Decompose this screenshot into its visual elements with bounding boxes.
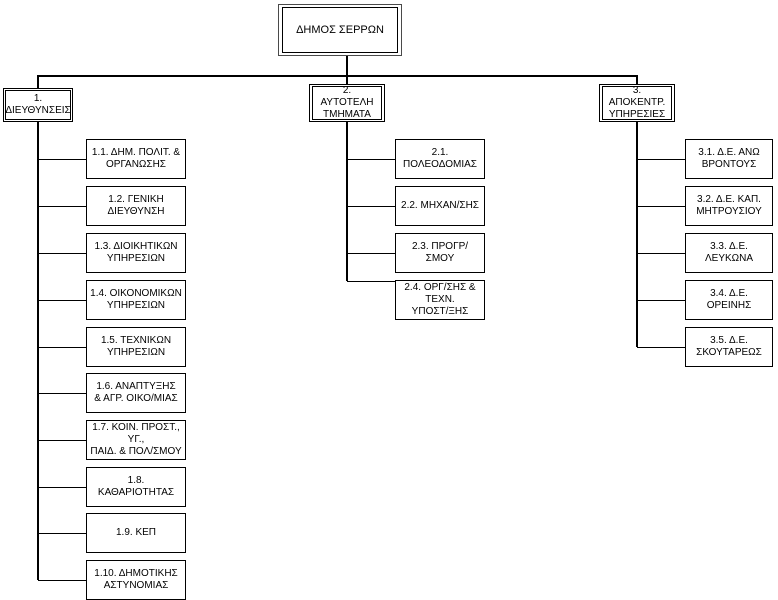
- node-3-3[interactable]: 3.3. Δ.Ε. ΛΕΥΚΩΝΑ: [685, 230, 776, 273]
- connector-branch2-down: [346, 75, 348, 88]
- node-root-label: ΔΗΜΟΣ ΣΕΡΡΩΝ: [296, 23, 384, 36]
- node-2-1-label: 2.1. ΠΟΛΕΟΔΟΜΙΑΣ: [403, 147, 477, 170]
- node-1-5[interactable]: 1.5. ΤΕΧΝΙΚΩΝ ΥΠΗΡΕΣΙΩΝ: [86, 324, 189, 367]
- elbow-3-3: [637, 253, 685, 254]
- elbow-1-8: [38, 487, 86, 488]
- node-2-2-label: 2.2. ΜΗΧΑΝ/ΣΗΣ: [401, 200, 479, 212]
- elbow-2-1: [347, 159, 395, 160]
- elbow-1-7: [38, 440, 86, 441]
- connector-root-down: [346, 56, 348, 76]
- spine-column-3: [636, 118, 638, 347]
- node-2-1[interactable]: 2.1. ΠΟΛΕΟΔΟΜΙΑΣ: [395, 136, 488, 179]
- node-3-4[interactable]: 3.4. Δ.Ε. ΟΡΕΙΝΗΣ: [685, 277, 776, 320]
- node-1-9-label: 1.9. ΚΕΠ: [115, 527, 157, 539]
- node-branch-3[interactable]: 3. ΑΠΟΚΕΝΤΡ. ΥΠΗΡΕΣΙΕΣ: [599, 81, 678, 122]
- node-1-6[interactable]: 1.6. ΑΝΑΠΤΥΞΗΣ & ΑΓΡ. ΟΙΚΟ/ΜΙΑΣ: [86, 370, 189, 413]
- node-1-1-label: 1.1. ΔΗΜ. ΠΟΛΙΤ. & ΟΡΓΑΝΩΣΗΣ: [91, 147, 181, 170]
- node-3-5[interactable]: 3.5. Δ.Ε. ΣΚΟΥΤΑΡΕΩΣ: [685, 324, 776, 367]
- elbow-1-9: [38, 533, 86, 534]
- node-1-9[interactable]: 1.9. ΚΕΠ: [86, 510, 189, 553]
- connector-main-horizontal: [38, 75, 638, 77]
- node-1-7[interactable]: 1.7. ΚΟΙΝ. ΠΡΟΣΤ., ΥΓ., ΠΑΙΔ. & ΠΟΛ/ΣΜΟΥ: [86, 417, 189, 460]
- node-1-4[interactable]: 1.4. ΟΙΚΟΝΟΜΙΚΩΝ ΥΠΗΡΕΣΙΩΝ: [86, 277, 189, 320]
- node-2-3[interactable]: 2.3. ΠΡΟΓΡ/ΣΜΟΥ: [395, 230, 488, 273]
- elbow-2-2: [347, 206, 395, 207]
- node-3-5-label: 3.5. Δ.Ε. ΣΚΟΥΤΑΡΕΩΣ: [696, 335, 762, 358]
- node-1-2[interactable]: 1.2. ΓΕΝΙΚΗ ΔΙΕΥΘΥΝΣΗ: [86, 183, 189, 226]
- node-1-3-label: 1.3. ΔΙΟΙΚΗΤΙΚΩΝ ΥΠΗΡΕΣΙΩΝ: [94, 241, 178, 264]
- connector-branch3-down: [636, 75, 638, 88]
- node-1-1[interactable]: 1.1. ΔΗΜ. ΠΟΛΙΤ. & ΟΡΓΑΝΩΣΗΣ: [86, 136, 189, 179]
- elbow-1-1: [38, 159, 86, 160]
- node-1-2-label: 1.2. ΓΕΝΙΚΗ ΔΙΕΥΘΥΝΣΗ: [107, 194, 165, 217]
- elbow-2-3: [347, 253, 395, 254]
- elbow-3-5: [637, 347, 685, 348]
- node-3-2-label: 3.2. Δ.Ε. ΚΑΠ. ΜΗΤΡΟΥΣΙΟΥ: [696, 194, 762, 217]
- node-branch-1-label: 1. ΔΙΕΥΘΥΝΣΕΙΣ: [5, 93, 71, 116]
- node-3-1[interactable]: 3.1. Δ.Ε. ΑΝΩ ΒΡΟΝΤΟΥΣ: [685, 136, 776, 179]
- spine-column-2: [346, 118, 348, 281]
- node-1-3[interactable]: 1.3. ΔΙΟΙΚΗΤΙΚΩΝ ΥΠΗΡΕΣΙΩΝ: [86, 230, 189, 273]
- node-2-4[interactable]: 2.4. ΟΡΓ/ΣΗΣ & ΤΕΧΝ. ΥΠΟΣΤ/ΞΗΣ: [395, 277, 488, 320]
- node-1-7-label: 1.7. ΚΟΙΝ. ΠΡΟΣΤ., ΥΓ., ΠΑΙΔ. & ΠΟΛ/ΣΜΟΥ: [90, 422, 182, 457]
- node-1-5-label: 1.5. ΤΕΧΝΙΚΩΝ ΥΠΗΡΕΣΙΩΝ: [100, 335, 172, 358]
- elbow-2-4: [347, 281, 395, 282]
- elbow-1-10: [38, 580, 86, 581]
- elbow-1-5: [38, 347, 86, 348]
- elbow-3-4: [637, 300, 685, 301]
- node-branch-2-label: 2. ΑΥΤΟΤΕΛΗ ΤΜΗΜΑΤΑ: [320, 85, 374, 120]
- node-2-3-label: 2.3. ΠΡΟΓΡ/ΣΜΟΥ: [411, 241, 469, 264]
- elbow-3-1: [637, 159, 685, 160]
- node-1-10[interactable]: 1.10. ΔΗΜΟΤΙΚΗΣ ΑΣΤΥΝΟΜΙΑΣ: [86, 557, 189, 600]
- node-1-10-label: 1.10. ΔΗΜΟΤΙΚΗΣ ΑΣΤΥΝΟΜΙΑΣ: [94, 568, 178, 591]
- elbow-1-2: [38, 206, 86, 207]
- node-1-8[interactable]: 1.8. ΚΑΘΑΡΙΟΤΗΤΑΣ: [86, 464, 189, 507]
- node-branch-3-label: 3. ΑΠΟΚΕΝΤΡ. ΥΠΗΡΕΣΙΕΣ: [608, 85, 666, 120]
- node-1-6-label: 1.6. ΑΝΑΠΤΥΞΗΣ & ΑΓΡ. ΟΙΚΟ/ΜΙΑΣ: [94, 381, 178, 404]
- node-3-2[interactable]: 3.2. Δ.Ε. ΚΑΠ. ΜΗΤΡΟΥΣΙΟΥ: [685, 183, 776, 226]
- node-1-8-label: 1.8. ΚΑΘΑΡΙΟΤΗΤΑΣ: [97, 475, 175, 498]
- elbow-1-3: [38, 253, 86, 254]
- spine-column-1: [37, 118, 39, 580]
- connector-branch1-down: [37, 75, 39, 88]
- elbow-1-6: [38, 393, 86, 394]
- node-3-1-label: 3.1. Δ.Ε. ΑΝΩ ΒΡΟΝΤΟΥΣ: [698, 147, 760, 170]
- node-3-3-label: 3.3. Δ.Ε. ΛΕΥΚΩΝΑ: [704, 241, 754, 264]
- elbow-1-4: [38, 300, 86, 301]
- node-2-2[interactable]: 2.2. ΜΗΧΑΝ/ΣΗΣ: [395, 183, 488, 226]
- elbow-3-2: [637, 206, 685, 207]
- node-3-4-label: 3.4. Δ.Ε. ΟΡΕΙΝΗΣ: [706, 288, 752, 311]
- node-2-4-label: 2.4. ΟΡΓ/ΣΗΣ & ΤΕΧΝ. ΥΠΟΣΤ/ΞΗΣ: [404, 282, 476, 317]
- node-branch-1[interactable]: 1. ΔΙΕΥΘΥΝΣΕΙΣ: [3, 85, 76, 122]
- node-branch-2[interactable]: 2. ΑΥΤΟΤΕΛΗ ΤΜΗΜΑΤΑ: [309, 81, 388, 122]
- node-root[interactable]: ΔΗΜΟΣ ΣΕΡΡΩΝ: [278, 4, 406, 60]
- node-1-4-label: 1.4. ΟΙΚΟΝΟΜΙΚΩΝ ΥΠΗΡΕΣΙΩΝ: [90, 288, 182, 311]
